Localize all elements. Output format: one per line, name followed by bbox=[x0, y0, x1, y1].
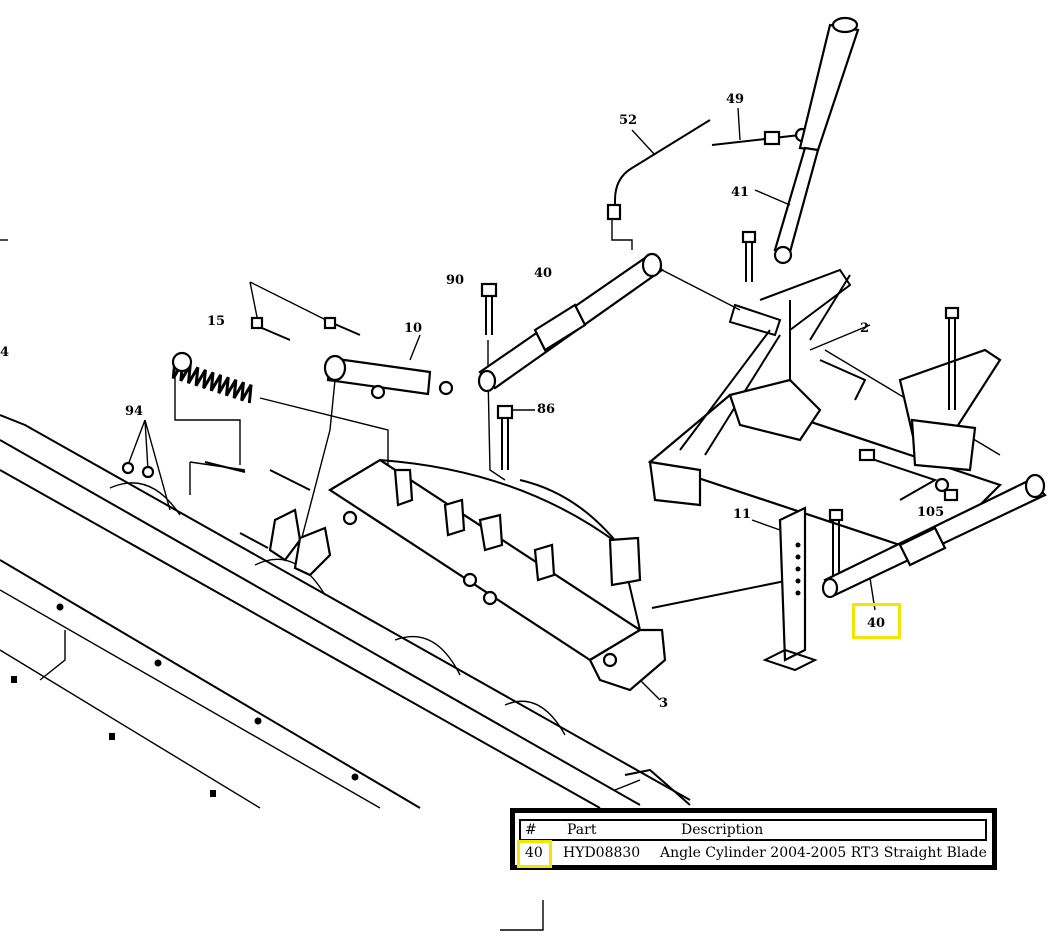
bolts-upper bbox=[249, 281, 361, 341]
row-part: HYD08830 bbox=[563, 845, 641, 861]
callout-86: 86 bbox=[537, 402, 555, 417]
callout-52: 52 bbox=[619, 113, 637, 128]
callout-90: 90 bbox=[446, 273, 464, 288]
callout-11: 11 bbox=[733, 507, 751, 522]
corner-mark bbox=[500, 900, 544, 931]
callout-2: 2 bbox=[860, 321, 869, 336]
parts-table: # Part Description 40 HYD08830 Angle Cyl… bbox=[510, 808, 997, 870]
cylinder-upper bbox=[477, 220, 741, 393]
row-description: Angle Cylinder 2004-2005 RT3 Straight Bl… bbox=[660, 845, 987, 861]
callout-49: 49 bbox=[726, 92, 744, 107]
callout-40-upper: 40 bbox=[534, 266, 552, 281]
mount-frame bbox=[647, 230, 1003, 557]
callout-10: 10 bbox=[404, 321, 422, 336]
row-num: 40 bbox=[525, 845, 543, 861]
header-num: # bbox=[525, 822, 537, 838]
table-row: 40 HYD08830 Angle Cylinder 2004-2005 RT3… bbox=[515, 843, 992, 865]
bolt-86 bbox=[496, 404, 535, 470]
cylinder-41 bbox=[754, 16, 860, 265]
callout-4: 4 bbox=[0, 345, 9, 360]
a-frame bbox=[327, 458, 791, 701]
tube-10 bbox=[299, 334, 454, 546]
hinge-plates bbox=[239, 469, 332, 577]
header-description: Description bbox=[681, 822, 764, 838]
bolt-90 bbox=[480, 282, 506, 481]
bolt-stand bbox=[828, 508, 844, 580]
callout-105: 105 bbox=[917, 505, 944, 520]
pin-49 bbox=[711, 107, 810, 146]
callout-15: 15 bbox=[207, 314, 225, 329]
callout-3: 3 bbox=[659, 696, 668, 711]
callout-40-lower: 40 bbox=[867, 616, 885, 631]
callout-41: 41 bbox=[731, 185, 749, 200]
highlight-callout-40 bbox=[852, 603, 901, 639]
plow-blade bbox=[0, 414, 691, 809]
cylinder-lower bbox=[821, 473, 1047, 611]
highlight-row-40 bbox=[517, 840, 552, 868]
hose-52 bbox=[606, 119, 711, 221]
table-header: # Part Description bbox=[519, 819, 987, 841]
spring bbox=[171, 351, 389, 470]
jack-stand bbox=[751, 506, 818, 672]
header-part: Part bbox=[567, 822, 597, 838]
eyebolt bbox=[121, 419, 246, 511]
callout-94: 94 bbox=[125, 404, 143, 419]
